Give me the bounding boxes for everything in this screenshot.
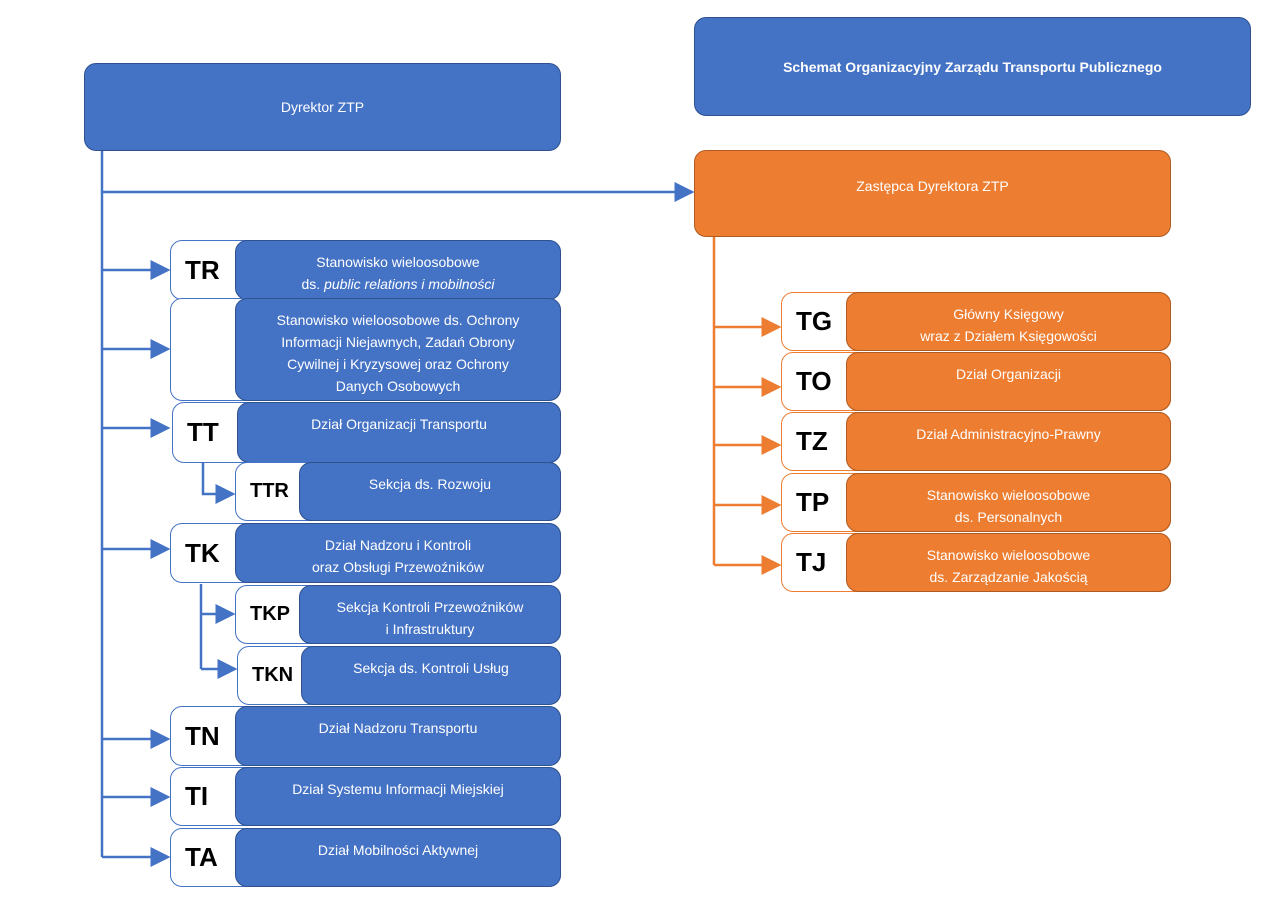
unit-name: Dział Organizacji Transportu [311, 416, 487, 432]
unit-name-box: Sekcja ds. Rozwoju [299, 462, 561, 521]
unit-name: Dział Systemu Informacji Miejskiej [292, 781, 504, 797]
unit-name: Dział Nadzoru Transportu [318, 720, 478, 736]
unit-code: TKN [252, 664, 294, 686]
director-label: Dyrektor ZTP [280, 99, 365, 115]
unit-code: TG [796, 306, 833, 336]
unit-code: TTR [250, 480, 289, 502]
deputy-box: Zastępca Dyrektora ZTP [694, 150, 1171, 237]
unit-name: Dział Organizacji [955, 366, 1062, 383]
unit-name-box: Dział Systemu Informacji Miejskiej [235, 767, 561, 826]
unit-name-box: Dział Organizacji Transportu [237, 402, 561, 463]
unit-name: Sekcja ds. Rozwoju [368, 476, 492, 492]
unit-code: TZ [796, 426, 828, 457]
unit-code: TT [187, 417, 219, 447]
unit-name-box: Dział Administracyjno-Prawny [846, 412, 1171, 472]
deputy-label: Zastępca Dyrektora ZTP [856, 178, 1009, 194]
unit-name-box: Sekcja ds. Kontroli Usług [301, 646, 561, 705]
unit-name: Sekcja ds. Kontroli Usług [353, 660, 509, 676]
unit-code: TP [796, 486, 830, 517]
unit-code: TI [185, 781, 209, 811]
unit-code: TKP [250, 603, 290, 625]
unit-name: Dział Mobilności Aktywnej [317, 842, 479, 858]
unit-name: Dział Administracyjno-Prawny [916, 426, 1101, 443]
unit-code: TA [185, 842, 218, 872]
unit-name-box: Dział Mobilności Aktywnej [235, 828, 561, 887]
unit-code: TO [796, 366, 832, 397]
unit-name-box: Dział Nadzoru Transportu [235, 706, 561, 766]
unit-code: TR [185, 254, 220, 285]
unit-code: TJ [796, 546, 827, 577]
arrow-ttr [201, 463, 236, 504]
chart-title-text: Schemat Organizacyjny Zarządu Transportu… [783, 58, 1162, 75]
unit-code: TK [185, 537, 220, 568]
unit-code: TN [185, 720, 220, 751]
director-box: Dyrektor ZTP [84, 63, 561, 151]
chart-title: Schemat Organizacyjny Zarządu Transportu… [694, 17, 1251, 116]
unit-name-box: Dział Organizacji [846, 352, 1171, 412]
